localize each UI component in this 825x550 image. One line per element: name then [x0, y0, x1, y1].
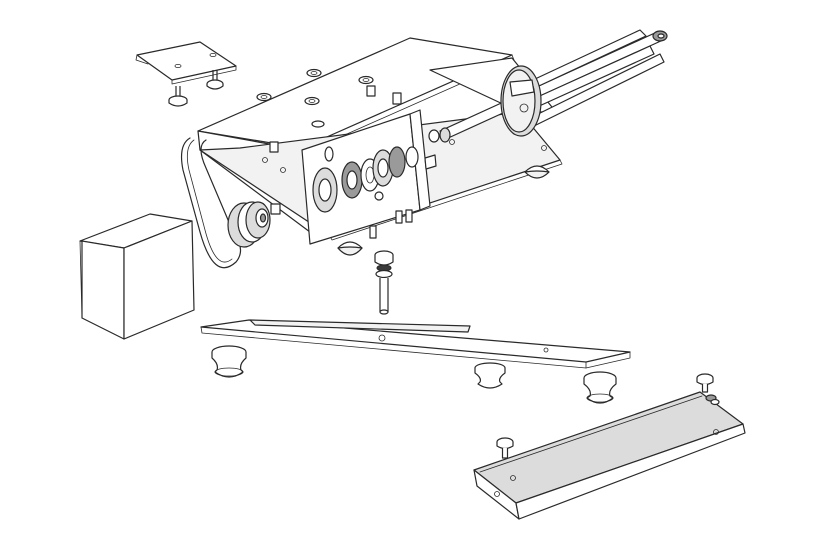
- guide-rods-assembly: [439, 29, 668, 143]
- center-bolt: [374, 250, 394, 315]
- top-fasteners: [256, 68, 402, 128]
- base-plate: [200, 319, 631, 369]
- side-cover: [79, 213, 195, 340]
- drive-belt: [180, 137, 242, 269]
- angle-rail: [473, 391, 746, 520]
- bearing-stack: [312, 129, 440, 213]
- pulley: [227, 201, 271, 248]
- bumper-feet: [337, 165, 550, 256]
- thumb-screws: [496, 373, 720, 459]
- top-clip-plate: [135, 41, 237, 107]
- roller-feet: [211, 345, 617, 404]
